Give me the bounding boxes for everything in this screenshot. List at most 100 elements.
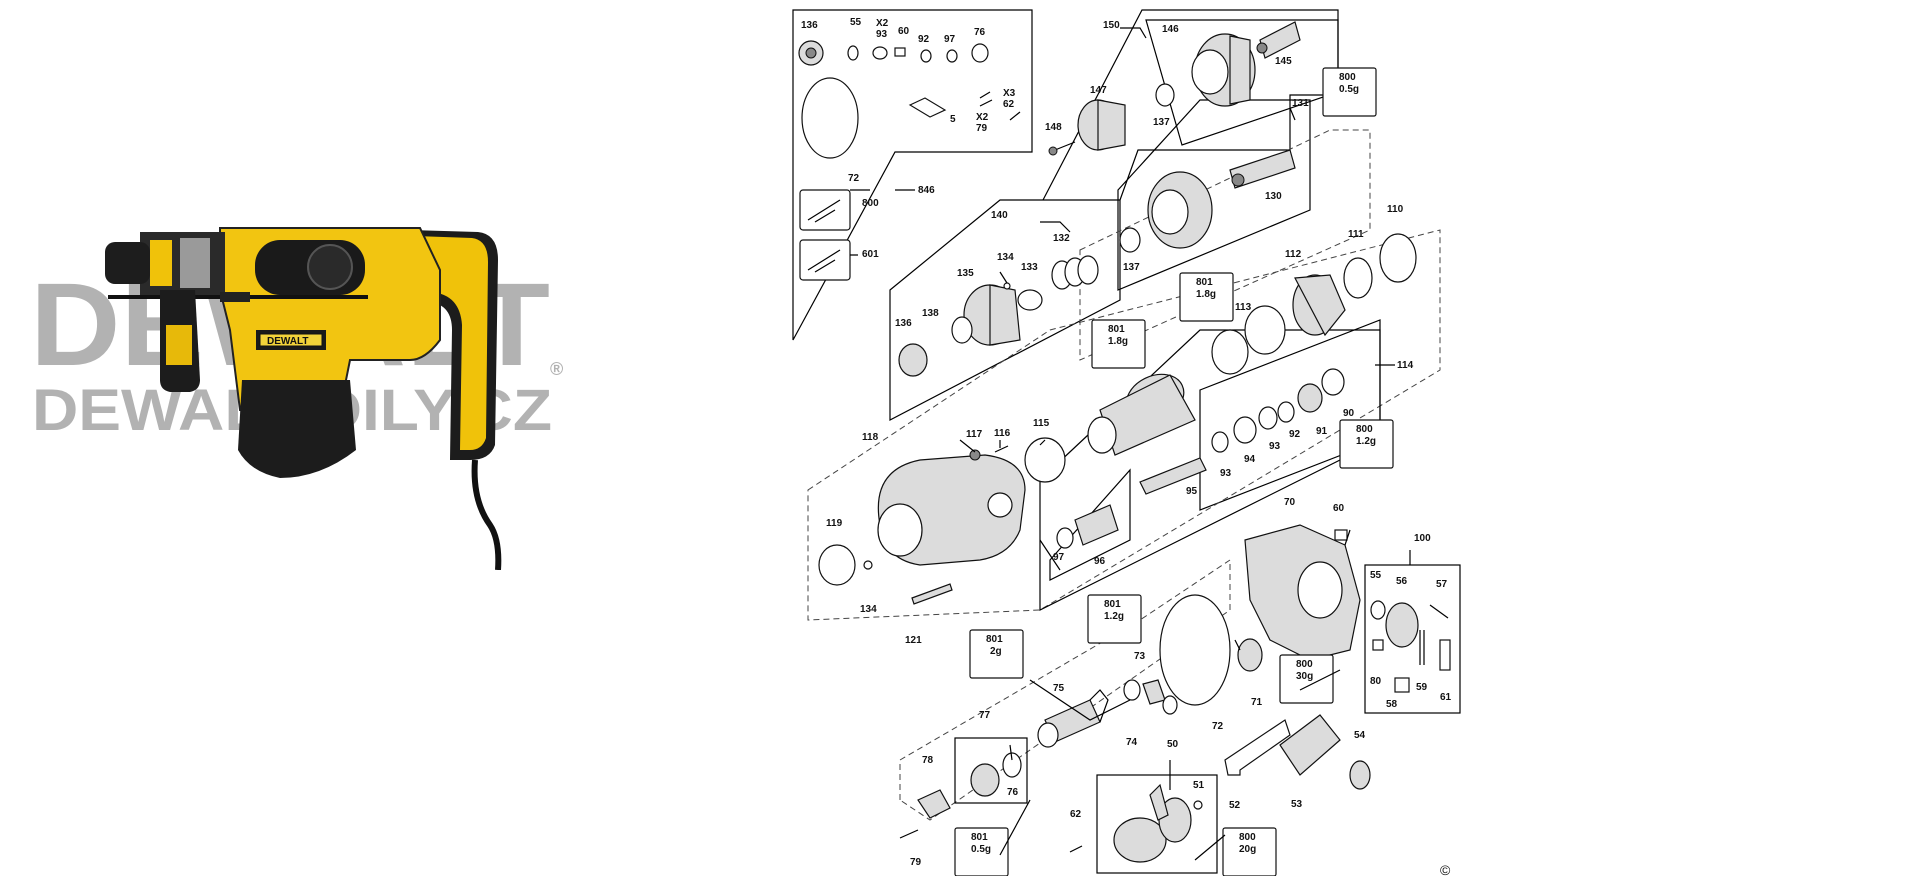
- label-55: 55: [850, 17, 862, 28]
- part-62b-icon: [1069, 845, 1083, 853]
- label-92: 92: [918, 34, 930, 45]
- watermark-registered-mark: ®: [550, 359, 563, 379]
- label-132: 132: [1053, 233, 1070, 244]
- part-51-icon: [1193, 800, 1203, 810]
- label-95: 95: [1186, 486, 1198, 497]
- group-frame-50: [1096, 774, 1218, 874]
- part-116-icon: [994, 445, 1009, 453]
- label-145: 145: [1275, 56, 1292, 67]
- label-71: 71: [1251, 697, 1263, 708]
- label-90: 90: [1343, 408, 1355, 419]
- part-79b-icon: [899, 829, 919, 839]
- grease-badge-box-g9: [1222, 827, 1277, 876]
- part-92-icon: [920, 49, 932, 63]
- label-72: 72: [848, 173, 860, 184]
- label-131: 131: [1292, 98, 1309, 109]
- copyright-mark: ©: [1440, 862, 1451, 876]
- part-76b-icon: [1002, 752, 1022, 778]
- label-97-lower: 97: [1053, 552, 1065, 563]
- part-94-icon: [1233, 416, 1257, 444]
- label-72-lower: 72: [1212, 721, 1224, 732]
- label-50: 50: [1167, 739, 1179, 750]
- part-60b-icon: [1334, 529, 1348, 541]
- label-113: 113: [1235, 302, 1252, 313]
- label-5: 5: [950, 114, 956, 125]
- label-148: 148: [1045, 122, 1062, 133]
- part-148-icon: [1048, 146, 1058, 156]
- label-114: 114: [1397, 360, 1414, 371]
- label-138: 138: [922, 308, 939, 319]
- grease-badge-box-g4: [1339, 419, 1394, 469]
- grease-badges: 800 0.5g 801 1.8g 801 1.8g 800 1.2g 801 …: [971, 72, 1376, 855]
- label-110: 110: [1387, 204, 1404, 215]
- label-140: 140: [991, 210, 1008, 221]
- part-93-icon: [872, 46, 888, 60]
- group-frame-96: [1049, 468, 1131, 581]
- label-136: 136: [801, 20, 818, 31]
- label-134-lower: 134: [860, 604, 877, 615]
- label-112: 112: [1285, 249, 1302, 260]
- grease-code-g8: 801: [971, 832, 988, 843]
- grease-amount-g2: 1.8g: [1196, 289, 1216, 300]
- grease-amount-g9: 20g: [1239, 844, 1256, 855]
- part-134b-icon: [863, 560, 873, 570]
- part-145-icon: [1259, 21, 1301, 59]
- label-118: 118: [862, 432, 879, 443]
- part-59-icon: [1419, 630, 1425, 665]
- product-badge: DEWALT: [267, 336, 308, 347]
- label-62-lower: 62: [1070, 809, 1082, 820]
- part-133-icon: [1017, 289, 1043, 311]
- part-138-icon: [951, 316, 973, 344]
- label-80: 80: [1370, 676, 1382, 687]
- label-53: 53: [1291, 799, 1303, 810]
- label-846: 846: [918, 185, 935, 196]
- label-57: 57: [1436, 579, 1448, 590]
- grease-code-g1: 800: [1339, 72, 1356, 83]
- part-73-icon: [1123, 679, 1141, 701]
- label-130: 130: [1265, 191, 1282, 202]
- part-50-icon: [1113, 817, 1167, 863]
- label-56: 56: [1396, 576, 1408, 587]
- part-137a-icon: [1155, 83, 1175, 107]
- part-55b-icon: [1370, 600, 1386, 620]
- label-119: 119: [826, 518, 843, 529]
- label-135: 135: [957, 268, 974, 279]
- label-54: 54: [1354, 730, 1366, 741]
- label-94: 94: [1244, 454, 1256, 465]
- label-55-lower: 55: [1370, 570, 1382, 581]
- label-136-lower: 136: [895, 318, 912, 329]
- part-61-icon: [1439, 639, 1451, 671]
- label-121: 121: [905, 635, 922, 646]
- drill-illustration: DEWALT ® DEWALT-DILY.CZ DEWALT: [30, 227, 563, 571]
- grease-amount-g7: 30g: [1296, 671, 1313, 682]
- part-78-icon: [917, 789, 951, 819]
- grease-badge-box-g6: [969, 629, 1024, 679]
- label-150: 150: [1103, 20, 1120, 31]
- grease-code-g2: 801: [1196, 277, 1213, 288]
- part-115-icon: [1024, 437, 1066, 483]
- part-136b-icon: [898, 343, 928, 377]
- grease-amount-g5: 1.2g: [1104, 611, 1124, 622]
- label-76-lower: 76: [1007, 787, 1019, 798]
- label-61: 61: [1440, 692, 1452, 703]
- part-60-icon: [894, 47, 906, 57]
- label-137-upper: 137: [1153, 117, 1170, 128]
- part-137b-icon: [1119, 227, 1141, 253]
- grease-amount-g1: 0.5g: [1339, 84, 1359, 95]
- part-113-icon: [1244, 305, 1286, 355]
- grease-amount-g8: 0.5g: [971, 844, 991, 855]
- part-111-icon: [1343, 257, 1373, 299]
- grease-code-g3: 801: [1108, 324, 1125, 335]
- group-frame-140: [889, 199, 1121, 421]
- group-frame-100: [1364, 564, 1461, 714]
- part-56-icon: [1385, 602, 1419, 648]
- label-117: 117: [966, 429, 983, 440]
- grease-code-g5: 801: [1104, 599, 1121, 610]
- grease-amount-g4: 1.2g: [1356, 436, 1376, 447]
- part-74-icon: [1142, 679, 1166, 705]
- label-75: 75: [1053, 683, 1065, 694]
- grease-code-g4: 800: [1356, 424, 1373, 435]
